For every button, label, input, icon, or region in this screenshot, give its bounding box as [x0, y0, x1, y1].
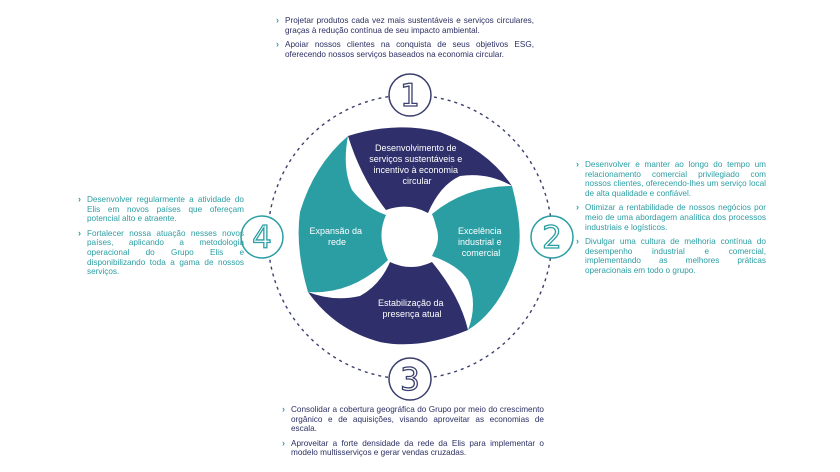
- chevron-right-icon: ›: [576, 236, 579, 247]
- segment-left: [298, 136, 388, 293]
- objective-item: › Fortalecer nossa atuação nesses novos …: [78, 227, 244, 277]
- objective-text: Fortalecer nossa atuação nesses novos pa…: [87, 228, 244, 277]
- number-4: 4: [252, 220, 272, 256]
- segment-label-bottom: Estabilização da presença atual: [378, 298, 446, 319]
- segment-right-line: industrial e: [458, 237, 502, 247]
- chevron-right-icon: ›: [576, 202, 579, 213]
- objective-text: Apoiar nossos clientes na conquista de s…: [285, 40, 534, 59]
- chevron-right-icon: ›: [276, 15, 279, 25]
- segment-left-line: rede: [328, 237, 346, 247]
- number-badge-4: 4: [240, 215, 284, 259]
- objective-item: › Apoiar nossos clientes na conquista de…: [276, 40, 534, 59]
- segment-right: [432, 186, 520, 330]
- chevron-right-icon: ›: [576, 159, 579, 169]
- objective-text: Desenvolver regularmente a atividade do …: [87, 195, 244, 224]
- objective-item: › Divulgar uma cultura de melhoria contí…: [576, 237, 766, 275]
- objective-text: Divulgar uma cultura de melhoria contínu…: [585, 237, 766, 275]
- number-1: 1: [400, 78, 420, 114]
- chevron-right-icon: ›: [78, 194, 81, 204]
- number-2: 2: [542, 220, 562, 256]
- chevron-right-icon: ›: [78, 227, 81, 238]
- number-badge-3: 3: [388, 357, 432, 401]
- number-badge-2: 2: [530, 215, 574, 259]
- objective-item: › Aproveitar a forte densidade da rede d…: [282, 437, 544, 458]
- objective-item: › Projetar produtos cada vez mais susten…: [276, 15, 534, 35]
- segment-bottom: [308, 262, 468, 345]
- objective-item: › Desenvolver regularmente a atividade d…: [78, 194, 244, 224]
- segment-left-line: Expansão da: [309, 226, 362, 236]
- chevron-right-icon: ›: [276, 39, 279, 50]
- objective-item: › Otimizar a rentabilidade de nossos neg…: [576, 203, 766, 232]
- segment-top-line: incentivo à economia: [373, 165, 458, 175]
- segment-bottom-line: presença atual: [382, 309, 441, 319]
- segment-top: [348, 127, 512, 213]
- objective-text: Desenvolver e manter ao longo do tempo u…: [585, 160, 766, 198]
- center-circle: [382, 209, 438, 265]
- segment-right-line: Excelência: [458, 226, 502, 236]
- segment-right-line: comercial: [462, 248, 501, 258]
- objectives-block-2: › Desenvolver e manter ao longo do tempo…: [576, 159, 766, 281]
- chevron-right-icon: ›: [282, 404, 285, 414]
- chevron-right-icon: ›: [282, 437, 285, 448]
- objective-text: Otimizar a rentabilidade de nossos negóc…: [585, 203, 766, 232]
- segment-label-left: Expansão da rede: [309, 226, 364, 247]
- number-3: 3: [400, 362, 420, 398]
- objective-item: › Consolidar a cobertura geográfica do G…: [282, 404, 544, 434]
- objectives-block-1: › Projetar produtos cada vez mais susten…: [276, 15, 534, 64]
- objective-text: Projetar produtos cada vez mais sustentá…: [285, 16, 534, 35]
- segment-top-line: serviços sustentáveis e: [369, 154, 462, 164]
- objective-item: › Desenvolver e manter ao longo do tempo…: [576, 159, 766, 198]
- segment-top-line: Desenvolvimento de: [375, 143, 457, 153]
- objectives-block-4: › Desenvolver regularmente a atividade d…: [78, 194, 244, 282]
- segment-label-top: Desenvolvimento de serviços sustentáveis…: [369, 143, 465, 186]
- objective-text: Aproveitar a forte densidade da rede da …: [291, 438, 544, 458]
- objectives-block-3: › Consolidar a cobertura geográfica do G…: [282, 404, 544, 463]
- segment-bottom-line: Estabilização da: [378, 298, 444, 308]
- objective-text: Consolidar a cobertura geográfica do Gru…: [291, 405, 544, 434]
- number-badge-1: 1: [388, 73, 432, 117]
- segment-label-right: Excelência industrial e comercial: [458, 226, 504, 258]
- segment-top-line: circular: [402, 176, 431, 186]
